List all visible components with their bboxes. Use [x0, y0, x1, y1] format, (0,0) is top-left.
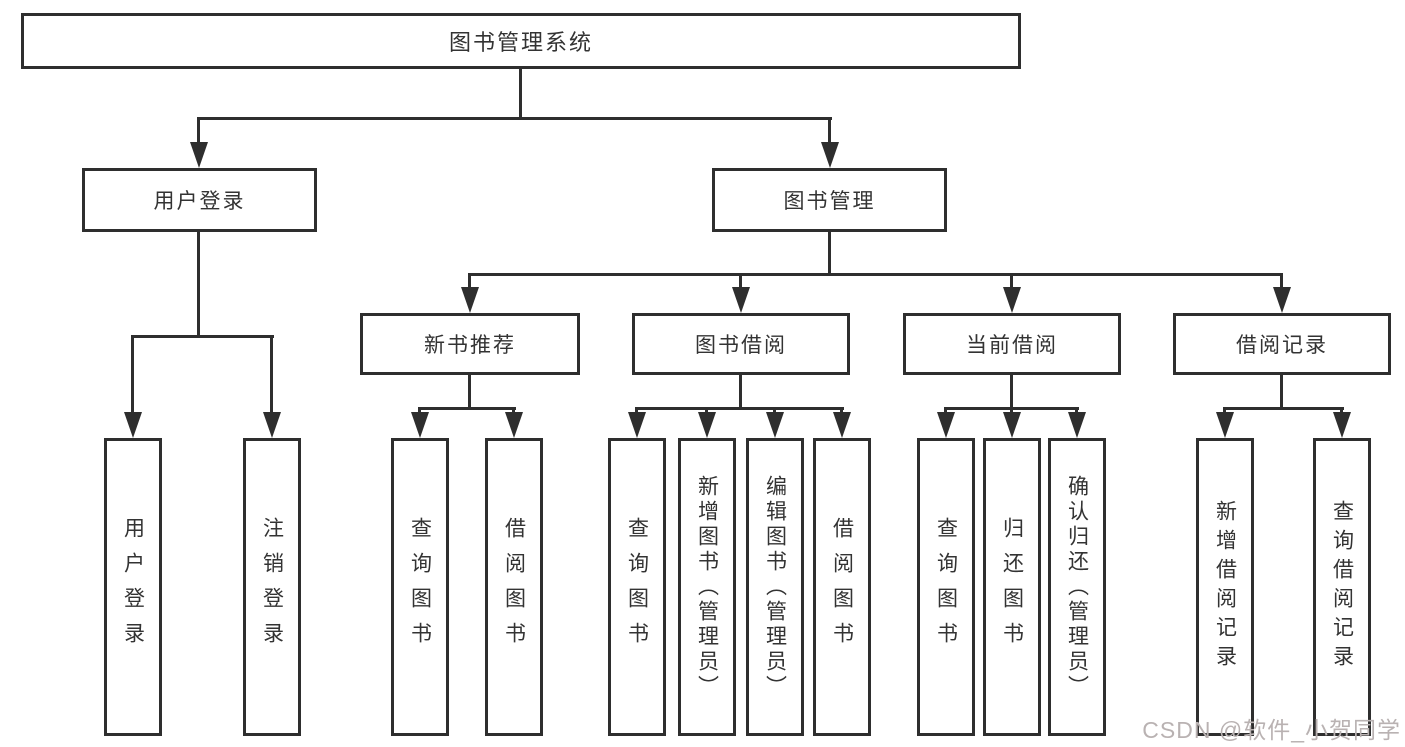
node-book-management-label: 图书管理 — [783, 190, 876, 213]
arrowhead-user-login — [190, 142, 208, 168]
leaf-user-login-label: 用户登录 — [121, 517, 145, 657]
connector-to-current-borrow — [1010, 273, 1013, 289]
arrowhead-leaf-logout — [263, 412, 281, 438]
leaf-return-books-label: 归还图书 — [1000, 517, 1024, 657]
leaf-logout-label: 注销登录 — [260, 517, 284, 657]
node-book-borrow-label: 图书借阅 — [695, 334, 787, 357]
node-book-borrow: 图书借阅 — [632, 313, 850, 375]
arrowhead-leaf — [628, 412, 646, 438]
node-root-label: 图书管理系统 — [448, 30, 593, 55]
connector-borrow-record-stem — [1280, 375, 1283, 409]
node-user-login-label: 用户登录 — [153, 190, 246, 213]
connector-leaf-stem — [1075, 407, 1078, 415]
arrowhead-book-management — [821, 142, 839, 168]
connector-current-borrow-stem — [1010, 375, 1013, 409]
leaf-query-books-current-label: 查询图书 — [934, 517, 958, 657]
leaf-borrow-books: 借阅图书 — [813, 438, 871, 736]
connector-leaf-stem — [705, 407, 708, 415]
arrowhead-borrow-record — [1273, 287, 1291, 313]
leaf-edit-books-admin: 编辑图书（管理员） — [746, 438, 804, 736]
connector-root-split — [198, 117, 832, 120]
connector-root-stem — [519, 68, 522, 119]
arrowhead-leaf — [766, 412, 784, 438]
leaf-query-borrow-record: 查询借阅记录 — [1313, 438, 1371, 736]
connector-user-login-stem — [197, 232, 200, 337]
connector-leaf-stem — [1223, 407, 1226, 415]
arrowhead-leaf — [1216, 412, 1234, 438]
connector-to-book-management — [828, 117, 831, 144]
node-borrow-record-label: 借阅记录 — [1236, 334, 1328, 357]
leaf-query-books-current: 查询图书 — [917, 438, 975, 736]
leaf-return-books: 归还图书 — [983, 438, 1041, 736]
leaf-query-books-label: 查询图书 — [625, 517, 649, 657]
leaf-edit-books-admin-label: 编辑图书（管理员） — [763, 474, 787, 700]
connector-user-login-split — [132, 335, 274, 338]
connector-leaf-stem — [512, 407, 515, 415]
arrowhead-leaf — [833, 412, 851, 438]
connector-new-book-split — [419, 407, 516, 410]
node-user-login: 用户登录 — [82, 168, 317, 232]
arrowhead-leaf — [1068, 412, 1086, 438]
leaf-logout: 注销登录 — [243, 438, 301, 736]
connector-book-management-stem — [828, 232, 831, 275]
leaf-borrow-books-label: 借阅图书 — [830, 517, 854, 657]
connector-book-borrow-stem — [739, 375, 742, 409]
node-borrow-record: 借阅记录 — [1173, 313, 1391, 375]
leaf-query-books-recommend: 查询图书 — [391, 438, 449, 736]
arrowhead-leaf — [1333, 412, 1351, 438]
arrowhead-leaf — [698, 412, 716, 438]
node-new-book-recommend: 新书推荐 — [360, 313, 580, 375]
node-current-borrow-label: 当前借阅 — [966, 334, 1058, 357]
connector-leaf-stem — [635, 407, 638, 415]
arrowhead-leaf-login — [124, 412, 142, 438]
arrowhead-book-borrow — [732, 287, 750, 313]
connector-to-new-book — [468, 273, 471, 289]
connector-to-leaf-logout — [270, 335, 273, 414]
node-book-management: 图书管理 — [712, 168, 947, 232]
connector-book-borrow-split — [636, 407, 844, 410]
leaf-add-borrow-record: 新增借阅记录 — [1196, 438, 1254, 736]
leaf-borrow-books-recommend-label: 借阅图书 — [502, 517, 526, 657]
connector-book-management-split — [469, 273, 1283, 276]
arrowhead-leaf — [1003, 412, 1021, 438]
arrowhead-current-borrow — [1003, 287, 1021, 313]
node-new-book-recommend-label: 新书推荐 — [424, 334, 516, 357]
connector-to-borrow-record — [1280, 273, 1283, 289]
connector-leaf-stem — [840, 407, 843, 415]
leaf-add-borrow-record-label: 新增借阅记录 — [1213, 500, 1237, 674]
arrowhead-leaf — [505, 412, 523, 438]
connector-borrow-record-split — [1224, 407, 1344, 410]
connector-leaf-stem — [1010, 407, 1013, 415]
watermark: CSDN @软件_小贺同学 — [1142, 717, 1401, 743]
leaf-query-books-recommend-label: 查询图书 — [408, 517, 432, 657]
connector-leaf-stem — [944, 407, 947, 415]
connector-to-user-login — [197, 117, 200, 144]
connector-new-book-stem — [468, 375, 471, 409]
leaf-add-books-admin-label: 新增图书（管理员） — [695, 474, 719, 700]
node-current-borrow: 当前借阅 — [903, 313, 1121, 375]
leaf-confirm-return-admin-label: 确认归还（管理员） — [1065, 474, 1089, 700]
leaf-query-books: 查询图书 — [608, 438, 666, 736]
arrowhead-leaf — [937, 412, 955, 438]
leaf-add-books-admin: 新增图书（管理员） — [678, 438, 736, 736]
leaf-user-login: 用户登录 — [104, 438, 162, 736]
arrowhead-leaf — [411, 412, 429, 438]
node-root: 图书管理系统 — [21, 13, 1021, 69]
connector-to-leaf-login — [131, 335, 134, 414]
leaf-confirm-return-admin: 确认归还（管理员） — [1048, 438, 1106, 736]
leaf-borrow-books-recommend: 借阅图书 — [485, 438, 543, 736]
connector-leaf-stem — [1340, 407, 1343, 415]
arrowhead-new-book — [461, 287, 479, 313]
leaf-query-borrow-record-label: 查询借阅记录 — [1330, 500, 1354, 674]
connector-leaf-stem — [418, 407, 421, 415]
connector-leaf-stem — [773, 407, 776, 415]
connector-to-book-borrow — [739, 273, 742, 289]
